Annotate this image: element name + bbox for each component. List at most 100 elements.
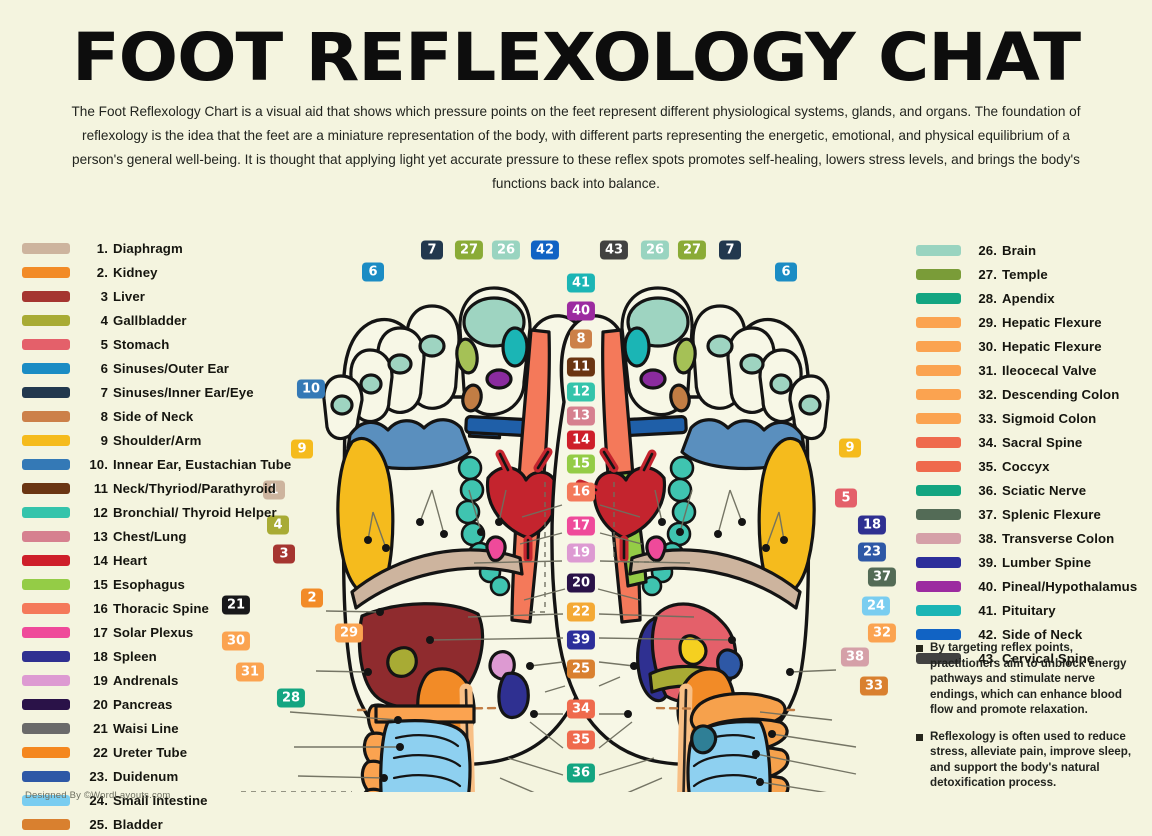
legend-item-row[interactable]: 1.Diaphragm (22, 236, 312, 260)
legend-label: 33.Sigmoid Colon (973, 411, 1096, 426)
reflex-badge-40[interactable]: 40 (566, 301, 596, 321)
legend-item-row[interactable]: 31.Ileocecal Valve (916, 358, 1152, 382)
reflex-badge-27[interactable]: 27 (454, 240, 484, 260)
reflex-badge-8[interactable]: 8 (570, 329, 592, 349)
reflex-badge-39[interactable]: 39 (566, 630, 596, 650)
reflex-badge-18[interactable]: 18 (857, 515, 887, 535)
legend-item-row[interactable]: 40.Pineal/Hypothalamus (916, 574, 1152, 598)
legend-item-row[interactable]: 27.Temple (916, 262, 1152, 286)
reflex-badge-33[interactable]: 33 (859, 676, 889, 696)
reflex-badge-29[interactable]: 29 (334, 623, 364, 643)
legend-item-row[interactable]: 29.Hepatic Flexure (916, 310, 1152, 334)
legend-number: 29. (978, 314, 997, 330)
reflex-badge-42[interactable]: 42 (530, 240, 560, 260)
reflex-badge-14[interactable]: 14 (566, 430, 596, 450)
reflex-badge-38[interactable]: 38 (840, 647, 870, 667)
reflex-badge-16[interactable]: 16 (566, 482, 596, 502)
reflex-badge-2[interactable]: 2 (301, 588, 323, 608)
reflex-badge-43[interactable]: 43 (599, 240, 629, 260)
reflex-badge-34[interactable]: 34 (566, 699, 596, 719)
reflex-badge-17[interactable]: 17 (566, 516, 596, 536)
legend-item-row[interactable]: 2.Kidney (22, 260, 312, 284)
legend-item-row[interactable]: 34.Sacral Spine (916, 430, 1152, 454)
reflex-badge-28[interactable]: 28 (276, 688, 306, 708)
reflex-badge-27[interactable]: 27 (677, 240, 707, 260)
legend-item-row[interactable]: 43.Cervical Spine (916, 646, 1152, 670)
reflex-badge-4[interactable]: 4 (267, 515, 289, 535)
legend-label: 25.Bladder (84, 817, 163, 832)
reflex-badge-31[interactable]: 31 (235, 662, 265, 682)
reflex-badge-6[interactable]: 6 (775, 262, 797, 282)
reflex-badge-41[interactable]: 41 (566, 273, 596, 293)
reflex-badge-30[interactable]: 30 (221, 631, 251, 651)
legend-item-row[interactable]: 37.Splenic Flexure (916, 502, 1152, 526)
reflex-badge-37[interactable]: 37 (867, 567, 897, 587)
reflex-badge-7[interactable]: 7 (421, 240, 443, 260)
reflex-badge-5[interactable]: 5 (835, 488, 857, 508)
legend-number: 36. (978, 482, 997, 498)
reflex-badge-13[interactable]: 13 (566, 406, 596, 426)
reflex-badge-21[interactable]: 21 (221, 595, 251, 615)
reflex-badge-10[interactable]: 10 (296, 379, 326, 399)
legend-item-row[interactable]: 10.Innear Ear, Eustachian Tube (22, 452, 312, 476)
reflex-badge-36[interactable]: 36 (566, 763, 596, 783)
legend-item-row[interactable]: 23.Duidenum (22, 764, 312, 788)
reflex-badge-35[interactable]: 35 (566, 730, 596, 750)
legend-item-row[interactable]: 32.Descending Colon (916, 382, 1152, 406)
reflex-badge-20[interactable]: 20 (566, 573, 596, 593)
reflex-badge-1[interactable]: 1 (263, 480, 285, 500)
reflex-badge-11[interactable]: 11 (566, 357, 596, 377)
color-swatch (22, 434, 70, 446)
reflex-badge-9[interactable]: 9 (839, 438, 861, 458)
legend-item-row[interactable]: 30.Hepatic Flexure (916, 334, 1152, 358)
legend-item-row[interactable]: 28.Apendix (916, 286, 1152, 310)
reflex-badge-22[interactable]: 22 (566, 602, 596, 622)
color-swatch (916, 532, 961, 544)
reflex-badge-3[interactable]: 3 (273, 544, 295, 564)
legend-item-row[interactable]: 38.Transverse Colon (916, 526, 1152, 550)
legend-item-row[interactable]: 42.Side of Neck (916, 622, 1152, 646)
reflex-badge-6[interactable]: 6 (362, 262, 384, 282)
reflex-badge-7[interactable]: 7 (719, 240, 741, 260)
legend-item-row[interactable]: 35.Coccyx (916, 454, 1152, 478)
reflex-badge-9[interactable]: 9 (291, 439, 313, 459)
reflex-badge-26[interactable]: 26 (491, 240, 521, 260)
reflex-badge-24[interactable]: 24 (861, 596, 891, 616)
legend-item-row[interactable]: 25.Bladder (22, 812, 312, 836)
reflex-badge-32[interactable]: 32 (867, 623, 897, 643)
legend-label: 40.Pineal/Hypothalamus (973, 579, 1137, 594)
reflex-badge-26[interactable]: 26 (640, 240, 670, 260)
legend-item-row[interactable]: 39.Lumber Spine (916, 550, 1152, 574)
reflex-badge-25[interactable]: 25 (566, 659, 596, 679)
color-swatch (22, 362, 70, 374)
reflex-badge-23[interactable]: 23 (857, 542, 887, 562)
legend-item-row[interactable]: 41.Pituitary (916, 598, 1152, 622)
legend-item-row[interactable]: 24.Small Intestine (22, 788, 312, 812)
reflex-badge-19[interactable]: 19 (566, 543, 596, 563)
reflex-badge-15[interactable]: 15 (566, 454, 596, 474)
legend-item-row[interactable]: 33.Sigmoid Colon (916, 406, 1152, 430)
reflex-badge-12[interactable]: 12 (566, 382, 596, 402)
legend-item-row[interactable]: 36.Sciatic Nerve (916, 478, 1152, 502)
legend-item-row[interactable]: 26.Brain (916, 238, 1152, 262)
